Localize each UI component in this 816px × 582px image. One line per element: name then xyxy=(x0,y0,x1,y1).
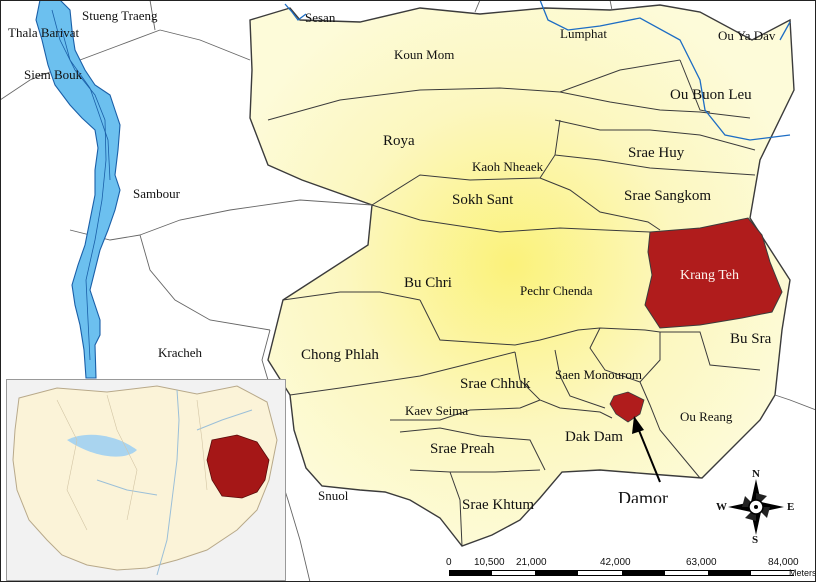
mekong-river xyxy=(35,0,121,379)
compass-e: E xyxy=(787,501,795,513)
label-dak-dam: Dak Dam xyxy=(565,429,623,445)
label-bu-sra: Bu Sra xyxy=(730,331,772,347)
label-saen-monourom: Saen Monourom xyxy=(555,367,643,382)
province-area xyxy=(249,4,795,547)
label-stueng-traeng: Stueng Traeng xyxy=(82,8,158,23)
label-thala-barivat: Thala Barivat xyxy=(8,25,80,40)
label-pechr-chenda: Pechr Chenda xyxy=(520,283,593,298)
compass-w: W xyxy=(716,501,727,513)
label-kaev-seima: Kaev Seima xyxy=(405,403,469,418)
scale-bar xyxy=(449,570,794,576)
compass-s: S xyxy=(752,534,759,546)
scale-unit: Meters xyxy=(789,568,816,578)
label-snuol: Snuol xyxy=(318,488,349,503)
compass-n: N xyxy=(752,468,760,480)
label-site: Damor xyxy=(618,489,668,503)
label-koun-mom: Koun Mom xyxy=(394,47,455,62)
label-srae-khtum: Srae Khtum xyxy=(462,497,535,513)
scale-tick-4: 63,000 xyxy=(686,557,717,568)
label-srae-huy: Srae Huy xyxy=(628,145,685,161)
label-ou-reang: Ou Reang xyxy=(680,409,733,424)
scale-tick-2: 21,000 xyxy=(516,557,547,568)
label-roya: Roya xyxy=(383,133,415,149)
label-siem-bouk: Siem Bouk xyxy=(24,67,83,82)
label-chong-phlah: Chong Phlah xyxy=(301,347,379,363)
label-ou-ya-dav: Ou Ya Dav xyxy=(718,28,776,43)
label-kracheh: Kracheh xyxy=(158,345,203,360)
scale-tick-1: 10,500 xyxy=(474,557,505,568)
compass-rose-icon xyxy=(728,479,784,535)
site-arrow xyxy=(632,416,661,483)
tonle-sap xyxy=(67,434,137,457)
scale-tick-5: 84,000 xyxy=(768,557,799,568)
inset-mondulkiri xyxy=(206,434,270,499)
label-srae-preah: Srae Preah xyxy=(430,441,495,457)
label-ou-buon-leu: Ou Buon Leu xyxy=(670,87,752,103)
label-lumphat: Lumphat xyxy=(560,26,607,41)
cambodia-inset-map xyxy=(6,379,286,581)
label-sokh-sant: Sokh Sant xyxy=(452,192,514,208)
label-kaoh-nheaek: Kaoh Nheaek xyxy=(472,159,544,174)
krang-teh-district xyxy=(644,217,783,329)
scale-tick-0: 0 xyxy=(446,557,452,568)
label-krang-teh: Krang Teh xyxy=(680,268,740,283)
label-srae-sangkom: Srae Sangkom xyxy=(624,188,712,204)
label-srae-chhuk: Srae Chhuk xyxy=(460,376,531,392)
label-sesan: Sesan xyxy=(305,10,336,25)
label-sambour: Sambour xyxy=(133,186,180,201)
label-bu-chri: Bu Chri xyxy=(404,275,452,291)
cambodia-outline xyxy=(12,385,278,571)
scale-tick-3: 42,000 xyxy=(600,557,631,568)
